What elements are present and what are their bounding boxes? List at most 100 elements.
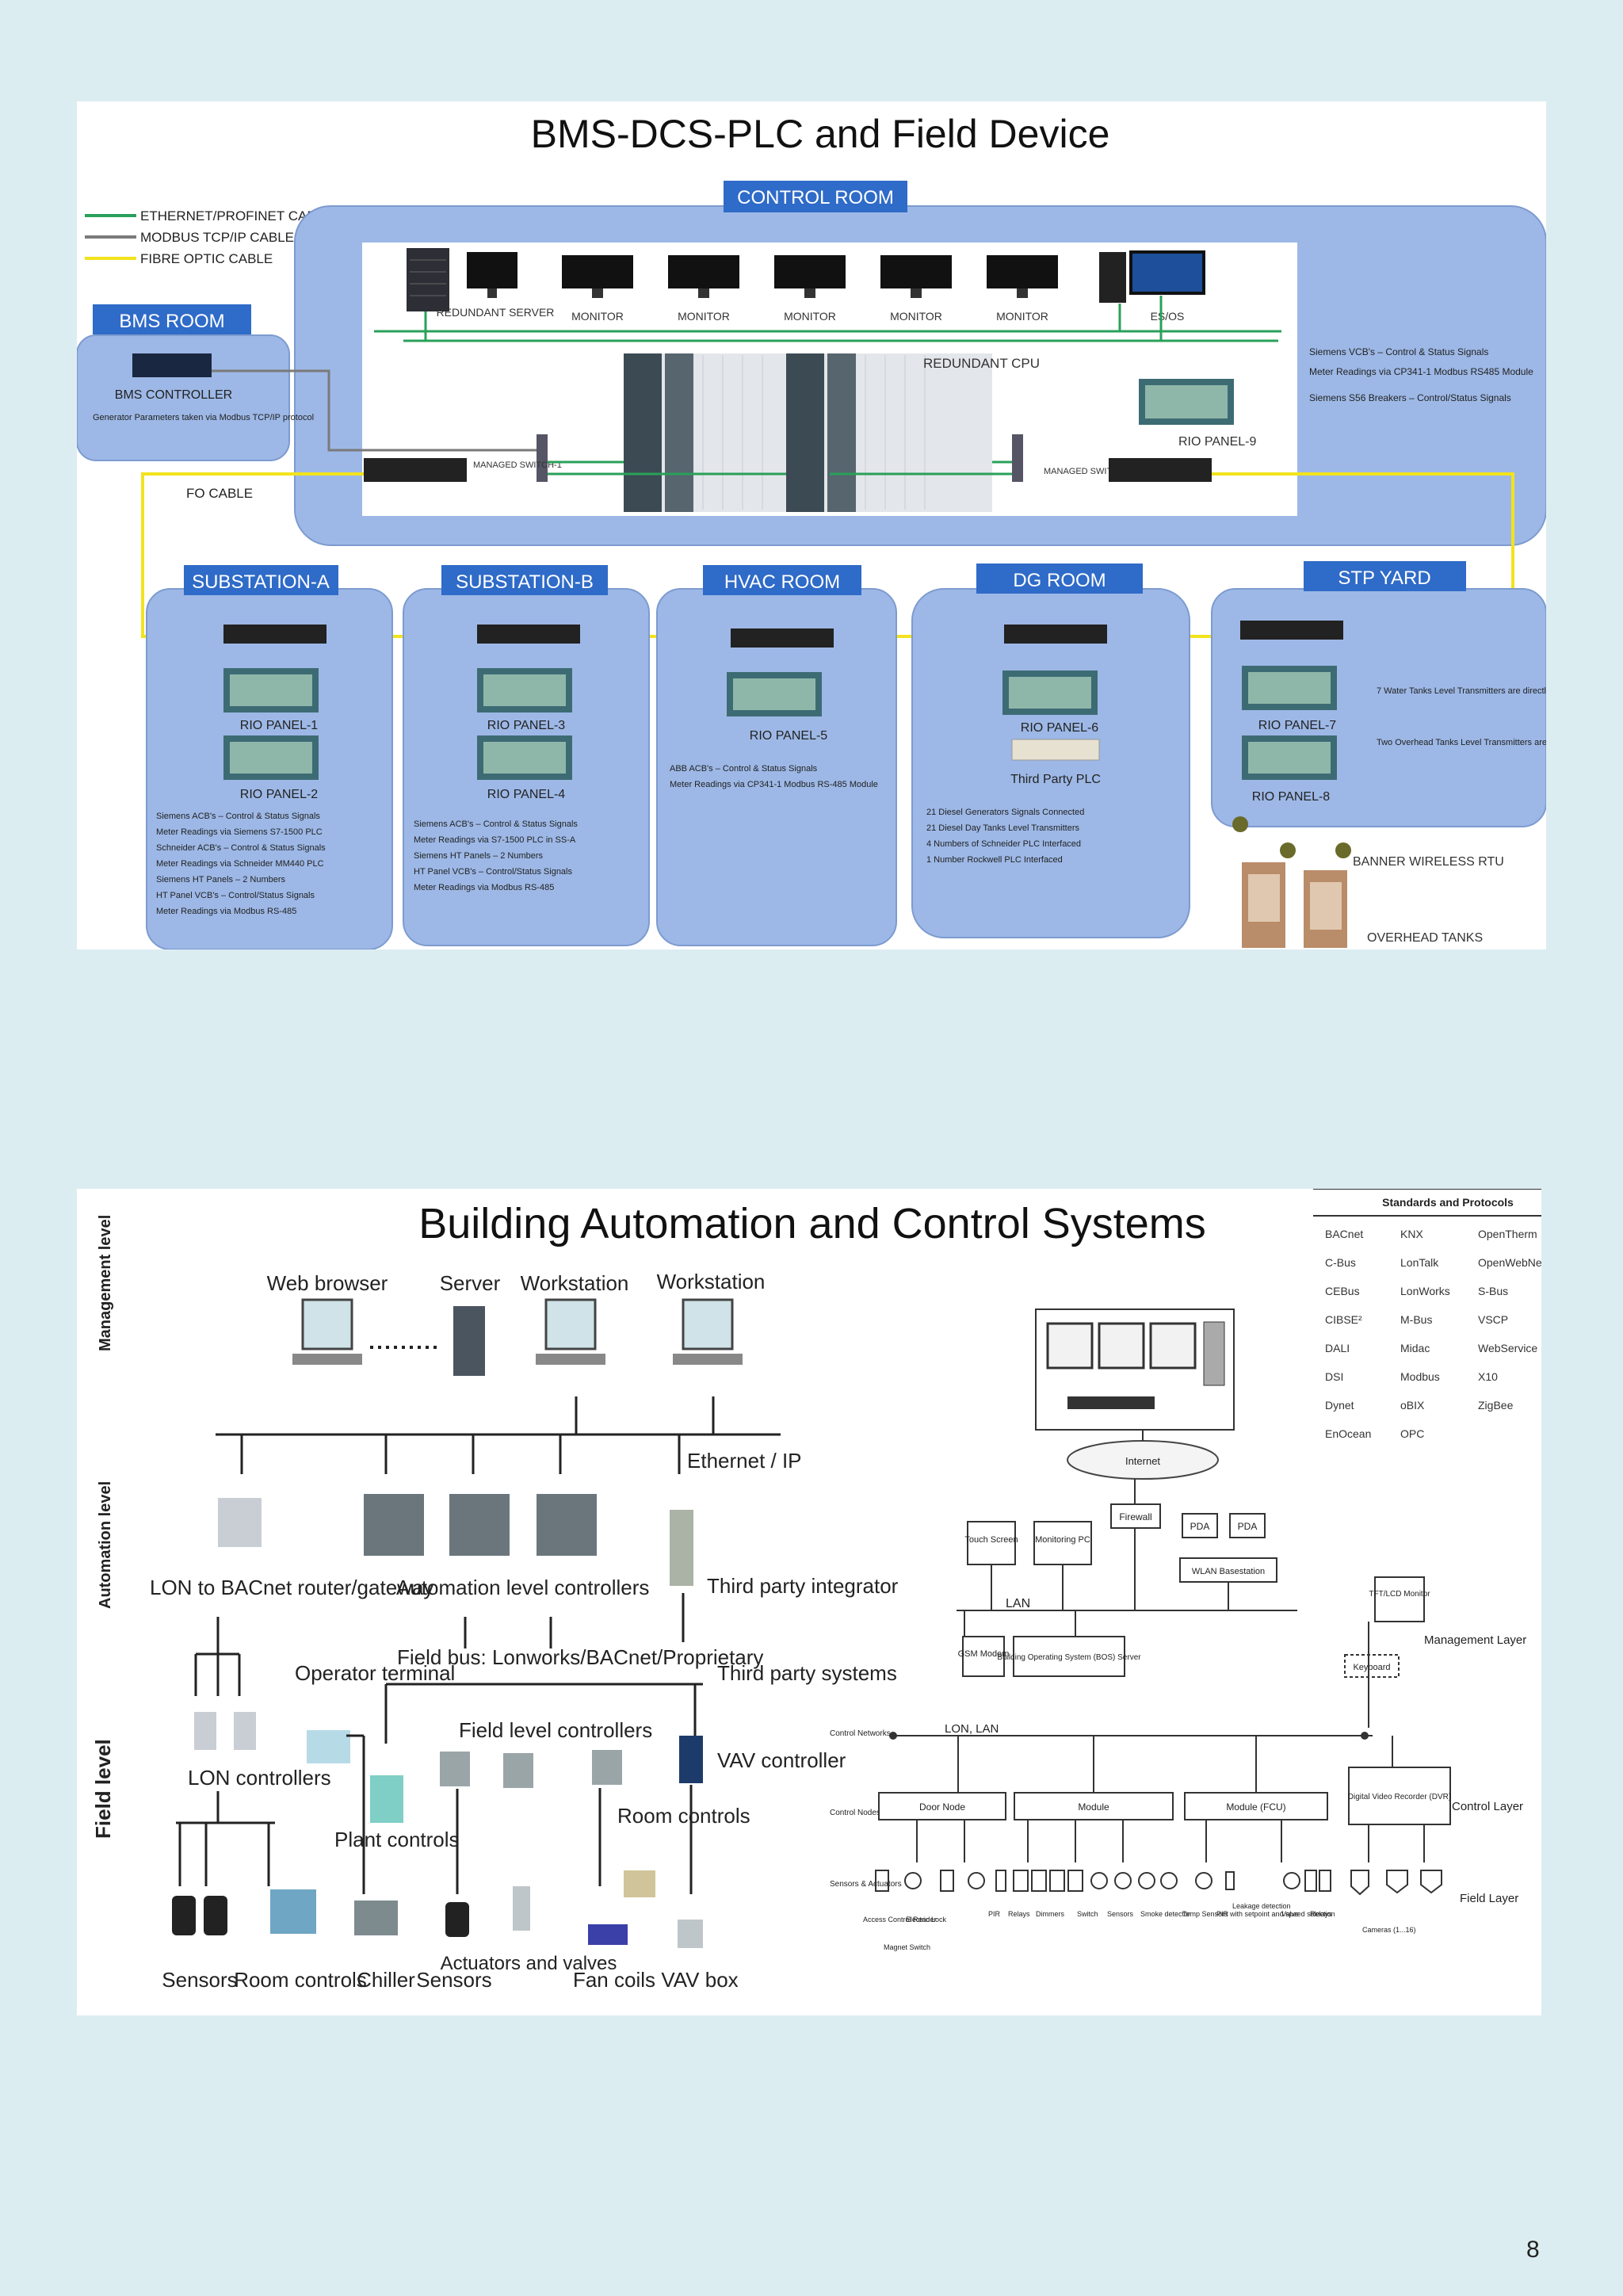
device-label: MONITOR — [678, 310, 730, 323]
room-note: Meter Readings via S7-1500 PLC in SS-A — [414, 835, 576, 845]
hvac-room-label: HVAC ROOM — [724, 571, 840, 593]
substation-a-label: SUBSTATION-A — [192, 571, 330, 593]
bottom-label: Sensors — [416, 1968, 491, 1992]
rio-panel-label: RIO PANEL-5 — [750, 729, 828, 743]
device-label: MONITOR — [784, 310, 836, 323]
node-label: Module (FCU) — [1226, 1801, 1285, 1813]
sensor-icon — [204, 1896, 227, 1935]
field-item-label: Dimmers — [1036, 1910, 1064, 1918]
page-number: 8 — [1526, 2237, 1540, 2263]
field-item-label: Leakage detection — [1232, 1902, 1291, 1910]
pda-label: PDA — [1190, 1521, 1210, 1532]
managed-switch-1 — [537, 434, 548, 482]
managed-switch-2 — [1012, 434, 1023, 482]
field-controller-icon — [592, 1750, 622, 1785]
room-note: Meter Readings via Modbus RS-485 — [156, 907, 296, 916]
device-label: MONITOR — [571, 310, 624, 323]
rio-panel-label: RIO PANEL-3 — [487, 719, 566, 732]
wlan-label: WLAN Basestation — [1192, 1567, 1265, 1576]
module-fcu-box — [1184, 1792, 1328, 1820]
room-note: 4 Numbers of Schneider PLC Interfaced — [926, 839, 1081, 849]
monitor-icon — [774, 255, 846, 288]
bottom-label: Room controls — [234, 1968, 367, 1992]
switch-icon — [731, 628, 834, 648]
field-item-label: Relays — [1310, 1910, 1332, 1918]
vav-box-icon — [678, 1920, 703, 1948]
field-item-label: Smoke detector — [1140, 1910, 1190, 1918]
module-box — [1014, 1792, 1174, 1820]
controller-icon — [364, 1494, 424, 1556]
lan-label: LAN — [1006, 1597, 1030, 1610]
redundant-cpu-rack — [624, 353, 992, 512]
monitors — [467, 250, 1205, 303]
room-note: ABB ACB's – Control & Status Signals — [670, 764, 818, 774]
standard-item: WebService — [1478, 1342, 1537, 1354]
standard-item: KNX — [1400, 1228, 1423, 1240]
control-networks-label: Control Networks — [830, 1729, 891, 1738]
standard-item: EnOcean — [1325, 1427, 1371, 1440]
rio-panel-label: RIO PANEL-7 — [1258, 719, 1337, 732]
level-label: Field level — [91, 1739, 115, 1839]
fan-coil-icon — [588, 1924, 628, 1945]
standard-item: Dynet — [1325, 1399, 1354, 1412]
management-layer-label: Management Layer — [1424, 1633, 1526, 1647]
bms-dcs-svg: BMS-DCS-PLC and Field Device ETHERNET/PR… — [76, 112, 1623, 950]
node-label: Module — [1078, 1801, 1109, 1813]
switch-icon — [1004, 625, 1107, 644]
overhead-tanks-icon — [1232, 816, 1351, 948]
rio-panel-9-label: RIO PANEL-9 — [1178, 435, 1257, 449]
room-note: Meter Readings via Siemens S7-1500 PLC — [156, 827, 323, 837]
monitor-icon — [467, 252, 517, 288]
room-note: Meter Readings via Schneider MM440 PLC — [156, 859, 324, 869]
substation-b: SUBSTATION-B RIO PANEL-3 RIO PANEL-4 Sie… — [403, 565, 650, 946]
bottom-label: VAV box — [661, 1968, 738, 1992]
standard-item: VSCP — [1478, 1313, 1508, 1326]
standard-item: ZigBee — [1478, 1399, 1514, 1412]
field-item-label: Valve — [1281, 1910, 1299, 1918]
mgmt-label: Workstation — [657, 1270, 766, 1293]
fo-converter-right — [1109, 458, 1212, 482]
bos-label: Building Operating System (BOS) Server — [997, 1653, 1141, 1662]
room-note: HT Panel VCB's – Control/Status Signals — [156, 891, 315, 900]
room-note: Schneider ACB's – Control & Status Signa… — [156, 843, 326, 853]
dvr-box — [1348, 1767, 1451, 1825]
level-label: Automation level — [97, 1481, 114, 1609]
field-item-label: PIR — [988, 1910, 1001, 1918]
actuator-icon — [513, 1886, 530, 1931]
standard-item: OpenTherm — [1478, 1228, 1537, 1240]
tft-monitor-box — [1374, 1576, 1425, 1622]
standard-item: S-Bus — [1478, 1285, 1508, 1297]
workstation-icon — [544, 1298, 597, 1350]
pda-label: PDA — [1238, 1521, 1258, 1532]
bms-room-label-box — [93, 304, 251, 334]
switch-icon — [223, 625, 327, 644]
standard-item: LonWorks — [1400, 1285, 1450, 1297]
standard-item: Modbus — [1400, 1370, 1440, 1383]
standards-title: Standards and Protocols — [1382, 1196, 1514, 1209]
field-item-label: PIR — [1216, 1910, 1229, 1918]
device-label: REDUNDANT SERVER — [437, 306, 555, 319]
third-party-plc-label: Third Party PLC — [1010, 773, 1101, 786]
mgmt-label: Web browser — [267, 1271, 388, 1295]
standard-item: BACnet — [1325, 1228, 1363, 1240]
room-controls-label: Room controls — [617, 1804, 750, 1828]
rio-panel-label: RIO PANEL-2 — [240, 788, 319, 801]
operator-terminal-label: Operator terminal — [295, 1661, 455, 1685]
pda-box — [1182, 1513, 1218, 1538]
switch-icon — [477, 625, 580, 644]
bms-room-note: Generator Parameters taken via Modbus TC… — [93, 413, 314, 422]
overhead-tanks-label: OVERHEAD TANKS — [1367, 931, 1483, 945]
room-note: Meter Readings via CP341-1 Modbus RS-485… — [670, 780, 878, 789]
integrator-icon — [670, 1510, 693, 1586]
automation-controllers-label: Automation level controllers — [396, 1576, 649, 1599]
node-label: Digital Video Recorder (DVR) — [1348, 1793, 1451, 1801]
hvac-room: HVAC ROOM RIO PANEL-5 ABB ACB's – Contro… — [656, 565, 897, 946]
dg-room: DG ROOM RIO PANEL-6 Third Party PLC 21 D… — [911, 563, 1190, 938]
room-note: Siemens ACB's – Control & Status Signals — [414, 819, 578, 829]
legend-fibre: FIBRE OPTIC CABLE — [140, 251, 273, 266]
bms-controller-label: BMS CONTROLLER — [115, 388, 232, 402]
plant-controls-label: Plant controls — [334, 1828, 460, 1851]
device-label: MONITOR — [890, 310, 942, 323]
substation-b-label: SUBSTATION-B — [456, 571, 594, 593]
server-rack-icon — [407, 248, 449, 311]
